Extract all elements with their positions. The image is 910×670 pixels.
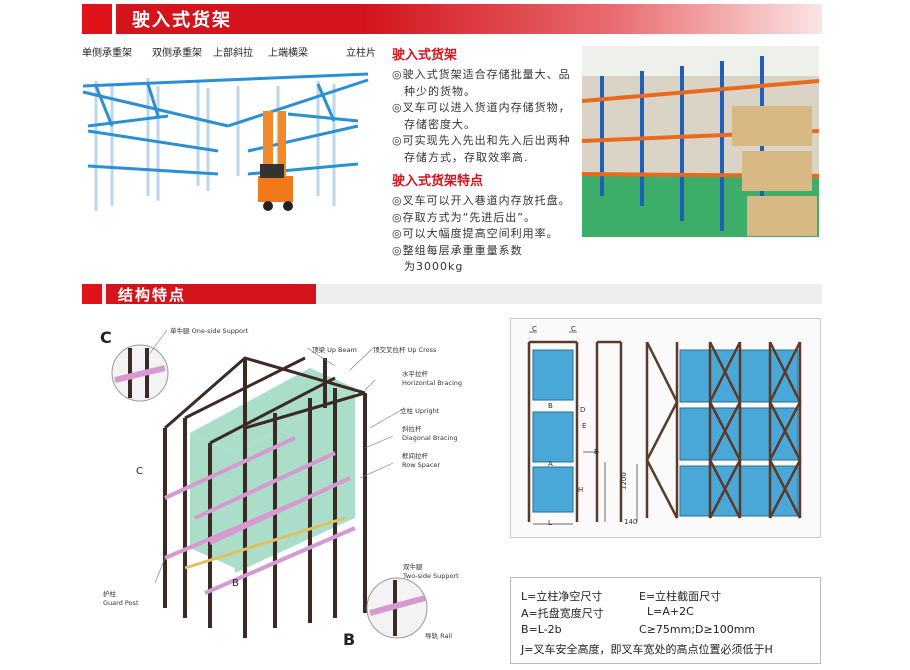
dim-a: A <box>548 460 553 468</box>
diagram-small-b: B <box>232 578 239 589</box>
label-single-side: 单侧承重架 <box>82 48 132 59</box>
section1-title: 驶入式货架 <box>116 4 822 34</box>
intro-bullet: 为3000kg <box>404 260 464 273</box>
intro-heading-1: 驶入式货架 <box>392 48 458 63</box>
callout-up-cross: 顶交叉拉杆 Up Cross <box>373 346 437 354</box>
label-double-side: 双侧承重架 <box>152 48 202 59</box>
label-top-diag: 上部斜拉 <box>213 48 253 59</box>
legend-cd: C≥75mm;D≥100mm <box>639 623 756 636</box>
intro-bullet: ◎叉车可以进入货道内存储货物， <box>392 101 571 114</box>
callout-one-side: 单牛腿 One-side Support <box>170 327 249 335</box>
warehouse-photo <box>582 46 819 237</box>
intro-bullet: ◎叉车可以开入巷道内存放托盘。 <box>392 194 571 207</box>
intro-bullet: ◎驶入式货架适合存储批量大、品 <box>392 68 571 81</box>
callout-upright: 立柱 Upright <box>400 407 440 415</box>
section1-header: 驶入式货架 <box>82 4 822 34</box>
legend-j: J=叉车安全高度，即叉车宽处的高点位置必须低于H <box>521 643 773 656</box>
section2-title: 结构特点 <box>106 284 316 304</box>
dim-b-top: B <box>548 402 553 410</box>
header-square <box>82 284 102 304</box>
dimension-drawing <box>527 331 802 525</box>
forklift-icon <box>258 111 293 211</box>
dim-1200: 1200 <box>620 472 628 490</box>
dim-h: H <box>578 486 584 494</box>
intro-bullet: ◎整组每层承重重量系数 <box>392 243 523 257</box>
legend-l-eq: L=A+2C <box>647 605 694 618</box>
intro-bullet: 存储方式，存取效率高. <box>404 150 529 164</box>
intro-text: 驶入式货架 ◎驶入式货架适合存储批量大、品 种少的货物。 ◎叉车可以进入货道内存… <box>392 44 582 276</box>
intro-bullet: ◎可以大幅度提高空间利用率。 <box>392 227 559 240</box>
diagram-small-c: C <box>136 466 143 477</box>
rack-overview-illustration <box>82 72 369 211</box>
intro-bullet: ◎可实现先入先出和先入后出两种 <box>392 134 571 147</box>
header-square <box>82 4 112 34</box>
intro-bullet: ◎存取方式为“先进后出”。 <box>392 210 536 224</box>
diagram-letter-c: C <box>100 328 112 347</box>
intro-bullet: 种少的货物。 <box>404 84 476 98</box>
legend-e: E=立柱截面尺寸 <box>639 590 722 603</box>
intro-bullet: 存储密度大。 <box>404 117 476 131</box>
structure-diagram <box>111 329 428 639</box>
dim-b-mid: B <box>594 448 599 456</box>
section2-header: 结构特点 <box>82 284 316 304</box>
dim-e: E <box>582 422 587 430</box>
dim-d: D <box>580 406 586 414</box>
legend-b: B=L-2b <box>521 623 562 636</box>
formula-legend: L=立柱净空尺寸 E=立柱截面尺寸 A=托盘宽度尺寸 L=A+2C B=L-2b… <box>510 577 821 664</box>
dim-c-left: C <box>532 325 537 333</box>
callout-up-beam: 顶梁 Up Beam <box>312 346 357 354</box>
intro-heading-2: 驶入式货架特点 <box>392 174 484 189</box>
legend-l: L=立柱净空尺寸 <box>521 590 603 603</box>
label-top-beam: 上端横梁 <box>268 48 308 59</box>
legend-a: A=托盘宽度尺寸 <box>521 607 604 620</box>
dim-c-right: C <box>571 325 576 333</box>
dim-l: L <box>548 519 552 527</box>
callout-rail: 导轨 Rail <box>425 632 453 640</box>
dim-140: 140 <box>624 518 638 526</box>
label-upright-frame: 立柱片 <box>346 48 376 59</box>
diagram-letter-b: B <box>343 630 356 649</box>
